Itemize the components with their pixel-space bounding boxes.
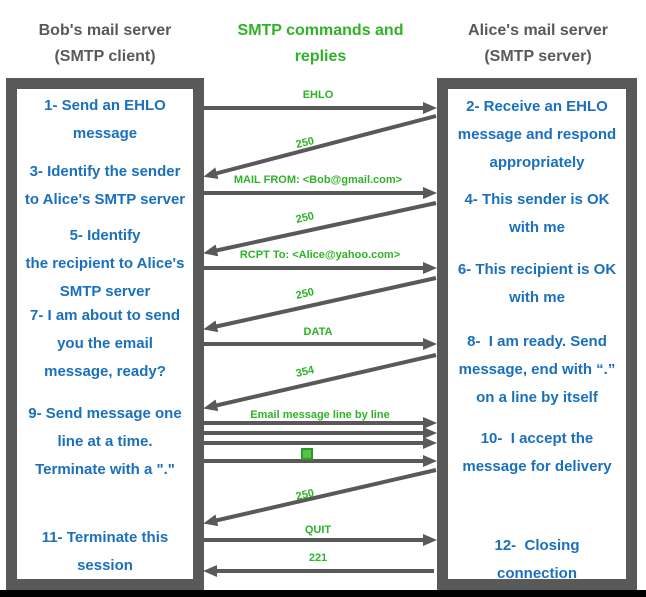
client-step-9: 9- Send message one line at a time. Term… bbox=[28, 405, 182, 478]
server-step-12: 12- Closing connection bbox=[494, 537, 580, 582]
client-step-7: 7- I am about to send you the email mess… bbox=[29, 307, 180, 380]
client-box bbox=[6, 78, 204, 590]
server-step-6: 6- This recipient is OK with me bbox=[457, 261, 617, 306]
label-ehlo: EHLO bbox=[302, 89, 334, 101]
server-step-10: 10- I accept the message for delivery bbox=[462, 430, 612, 475]
server-step-2: 2- Receive an EHLO message and respond a… bbox=[457, 98, 617, 171]
bottom-border-bar bbox=[0, 590, 646, 597]
client-step-11: 11- Terminate this session bbox=[41, 529, 169, 574]
client-step-5: 5- Identify the recipient to Alice's SMT… bbox=[25, 227, 185, 300]
label-data: DATA bbox=[303, 326, 333, 338]
label-mail-from: MAIL FROM: <Bob@gmail.com> bbox=[233, 174, 403, 186]
arrow-250-reply-2 bbox=[203, 201, 437, 257]
server-step-4: 4- This sender is OK with me bbox=[464, 191, 610, 236]
client-column-header: Bob's mail server (SMTP client) bbox=[38, 22, 172, 65]
middle-column-header: SMTP commands and replies bbox=[237, 22, 404, 65]
arrow-250-reply-1 bbox=[203, 114, 437, 180]
arrow-250-reply-3 bbox=[203, 276, 437, 333]
label-rcpt-to: RCPT To: <Alice@yahoo.com> bbox=[239, 249, 401, 261]
label-quit: QUIT bbox=[304, 524, 332, 536]
server-column-header: Alice's mail server (SMTP server) bbox=[468, 22, 608, 65]
server-step-8: 8- I am ready. Send message, end with “.… bbox=[458, 333, 616, 406]
client-step-1: 1- Send an EHLO message bbox=[44, 97, 166, 142]
arrow-250-reply-4 bbox=[203, 468, 437, 527]
label-221: 221 bbox=[308, 552, 328, 564]
label-email-lines: Email message line by line bbox=[250, 409, 390, 421]
message-terminator-dot-icon bbox=[301, 448, 313, 460]
server-box bbox=[437, 78, 637, 590]
arrow-354-reply bbox=[203, 353, 437, 412]
client-step-3: 3- Identify the sender to Alice's SMTP s… bbox=[24, 163, 186, 208]
